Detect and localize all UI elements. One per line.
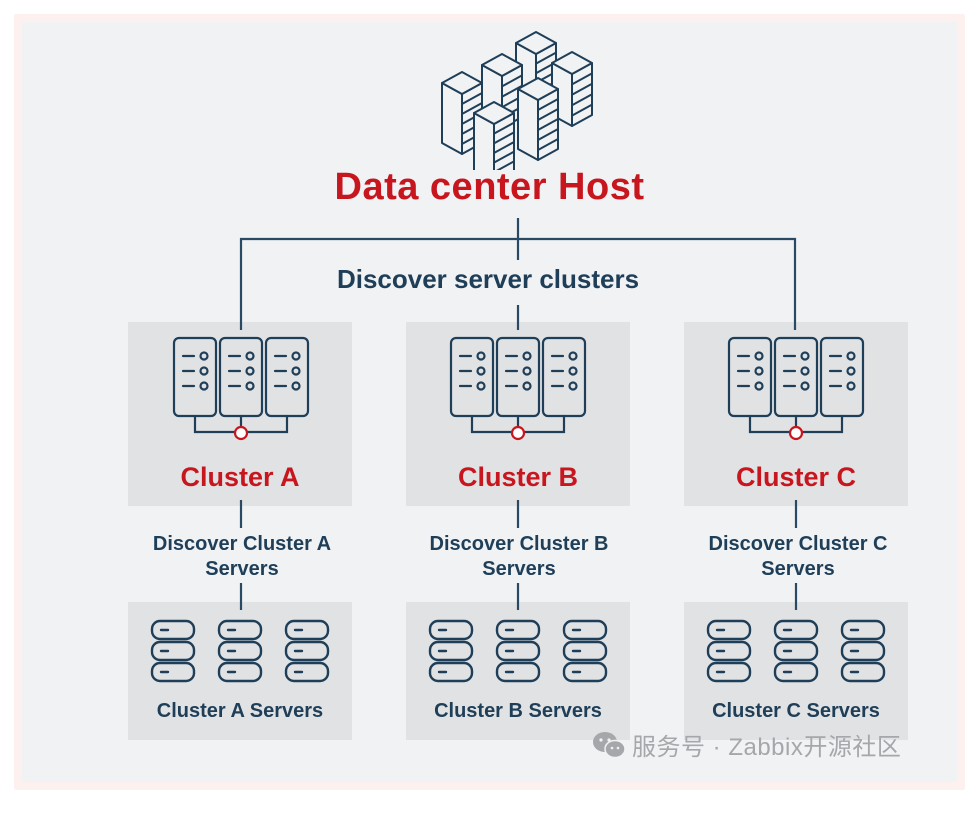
watermark: 服务号 · Zabbix开源社区: [592, 727, 901, 762]
server-unit: [840, 640, 886, 662]
server-unit: [773, 619, 819, 641]
server-unit: [150, 640, 196, 662]
server-unit: [284, 640, 330, 662]
server-unit: [706, 619, 752, 641]
server-unit: [150, 661, 196, 683]
server-stack-icon: [428, 619, 608, 683]
data-center-buildings-icon: [441, 31, 593, 170]
server-stack-icon: [150, 619, 330, 683]
cluster-b-servers-label: Cluster B Servers: [434, 700, 602, 722]
server-unit: [217, 661, 263, 683]
root-connector-label: Discover server clusters: [336, 264, 640, 294]
server-unit: [773, 661, 819, 683]
server-unit: [428, 640, 474, 662]
server-rack: [218, 336, 264, 418]
server-rack-cluster-icon: [727, 336, 865, 441]
server-tower: [473, 101, 515, 170]
discover-line-1: Discover Cluster A: [152, 533, 332, 555]
cluster-c-title: Cluster C: [735, 462, 857, 492]
server-rack: [495, 336, 541, 418]
wechat-icon: [593, 731, 626, 758]
server-unit: [562, 661, 608, 683]
server-unit: [773, 640, 819, 662]
server-unit: [562, 619, 608, 641]
discover-cluster-b-label: Discover Cluster B Servers: [399, 532, 639, 582]
server-rack-cluster-icon: [449, 336, 587, 441]
server-unit: [840, 661, 886, 683]
server-stack-icon: [706, 619, 886, 683]
cluster-a-panel: [128, 322, 352, 506]
watermark-text: 服务号 · Zabbix开源社区: [632, 734, 902, 761]
server-rack: [773, 336, 819, 418]
server-rack: [449, 336, 495, 418]
discover-line-2: Servers: [761, 558, 835, 580]
network-node-icon: [510, 425, 526, 441]
server-unit: [495, 619, 541, 641]
cluster-c-panel: [684, 322, 908, 506]
server-rack: [264, 336, 310, 418]
discover-line-1: Discover Cluster C: [708, 533, 888, 555]
server-unit: [284, 619, 330, 641]
server-unit: [217, 640, 263, 662]
server-unit: [284, 661, 330, 683]
cluster-b-panel: [406, 322, 630, 506]
server-unit: [562, 640, 608, 662]
server-unit: [428, 619, 474, 641]
server-rack: [541, 336, 587, 418]
server-rack: [819, 336, 865, 418]
discover-line-2: Servers: [482, 558, 556, 580]
server-unit: [495, 661, 541, 683]
server-unit: [495, 640, 541, 662]
cluster-a-servers-label: Cluster A Servers: [156, 700, 324, 722]
root-title: Data center Host: [334, 166, 645, 208]
server-tower: [517, 77, 559, 161]
server-unit: [840, 619, 886, 641]
server-rack-cluster-icon: [172, 336, 310, 441]
server-unit: [150, 619, 196, 641]
cluster-a-title: Cluster A: [180, 462, 300, 492]
cluster-b-title: Cluster B: [457, 462, 579, 492]
server-unit: [706, 661, 752, 683]
server-unit: [706, 640, 752, 662]
discover-line-2: Servers: [205, 558, 279, 580]
server-rack: [172, 336, 218, 418]
discover-cluster-a-label: Discover Cluster A Servers: [122, 532, 362, 582]
network-node-icon: [788, 425, 804, 441]
discover-line-1: Discover Cluster B: [429, 533, 609, 555]
discover-cluster-c-label: Discover Cluster C Servers: [678, 532, 918, 582]
network-node-icon: [233, 425, 249, 441]
server-unit: [217, 619, 263, 641]
server-unit: [428, 661, 474, 683]
server-rack: [727, 336, 773, 418]
cluster-c-servers-label: Cluster C Servers: [712, 700, 880, 722]
